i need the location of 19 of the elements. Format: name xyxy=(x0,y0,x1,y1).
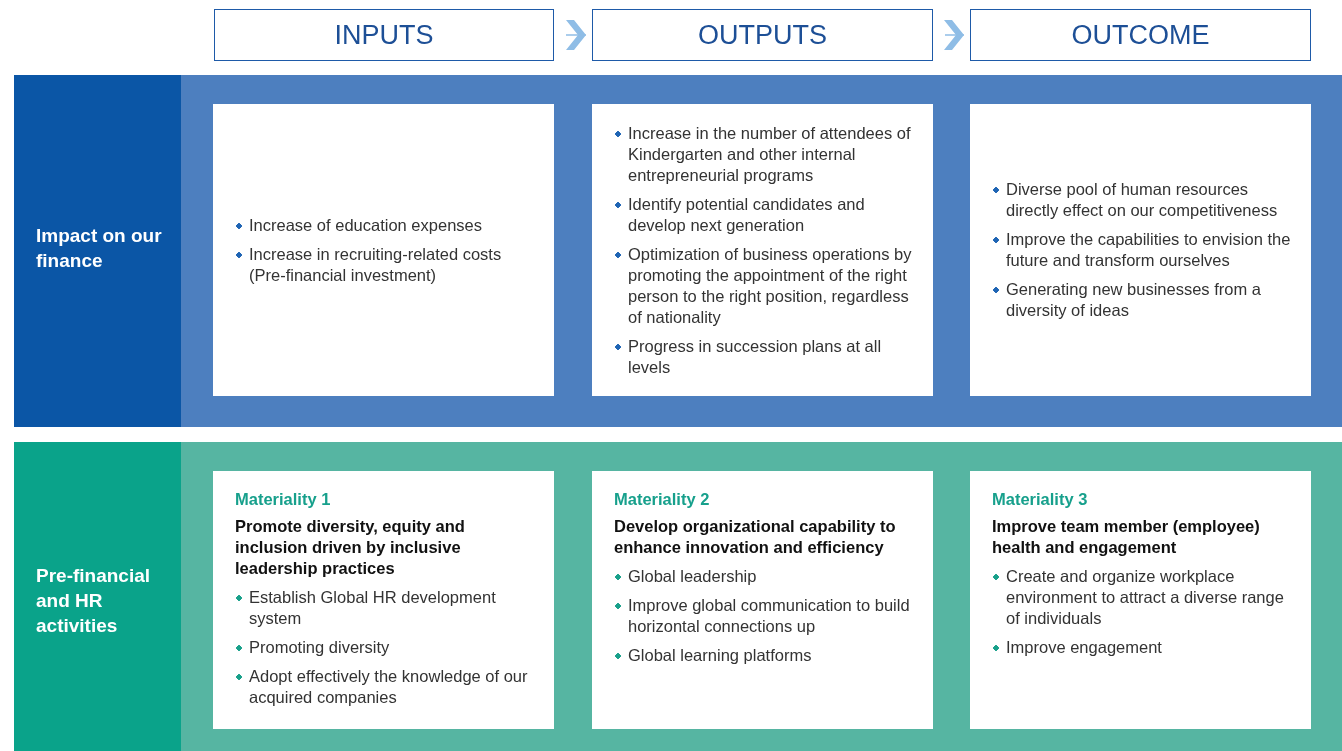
category-band xyxy=(14,442,1342,751)
band-label: Impact on our finance xyxy=(36,224,163,273)
content-card xyxy=(592,104,933,396)
materiality-title: Develop organizational capability to enhance innovation and efficiency xyxy=(614,516,897,558)
stage-header-box: OUTCOME xyxy=(970,9,1311,61)
band-label: Pre-financial and HR activities xyxy=(36,564,152,638)
materiality-heading: Materiality 1 xyxy=(235,489,332,510)
content-card xyxy=(970,104,1311,396)
materiality-title: Promote diversity, equity and inclusion driven by inclusive leadership practices xyxy=(235,516,466,579)
content-card xyxy=(213,471,554,729)
materiality-title: Improve team member (employee) health and engagement xyxy=(992,516,1261,558)
content-card xyxy=(592,471,933,729)
content-card xyxy=(970,471,1311,729)
stage-header-box: OUTPUTS xyxy=(592,9,933,61)
content-card xyxy=(213,104,554,396)
materiality-heading: Materiality 2 xyxy=(614,489,711,510)
materiality-heading: Materiality 3 xyxy=(992,489,1089,510)
stage-header-box: INPUTS xyxy=(214,9,554,61)
category-band xyxy=(14,75,1342,427)
